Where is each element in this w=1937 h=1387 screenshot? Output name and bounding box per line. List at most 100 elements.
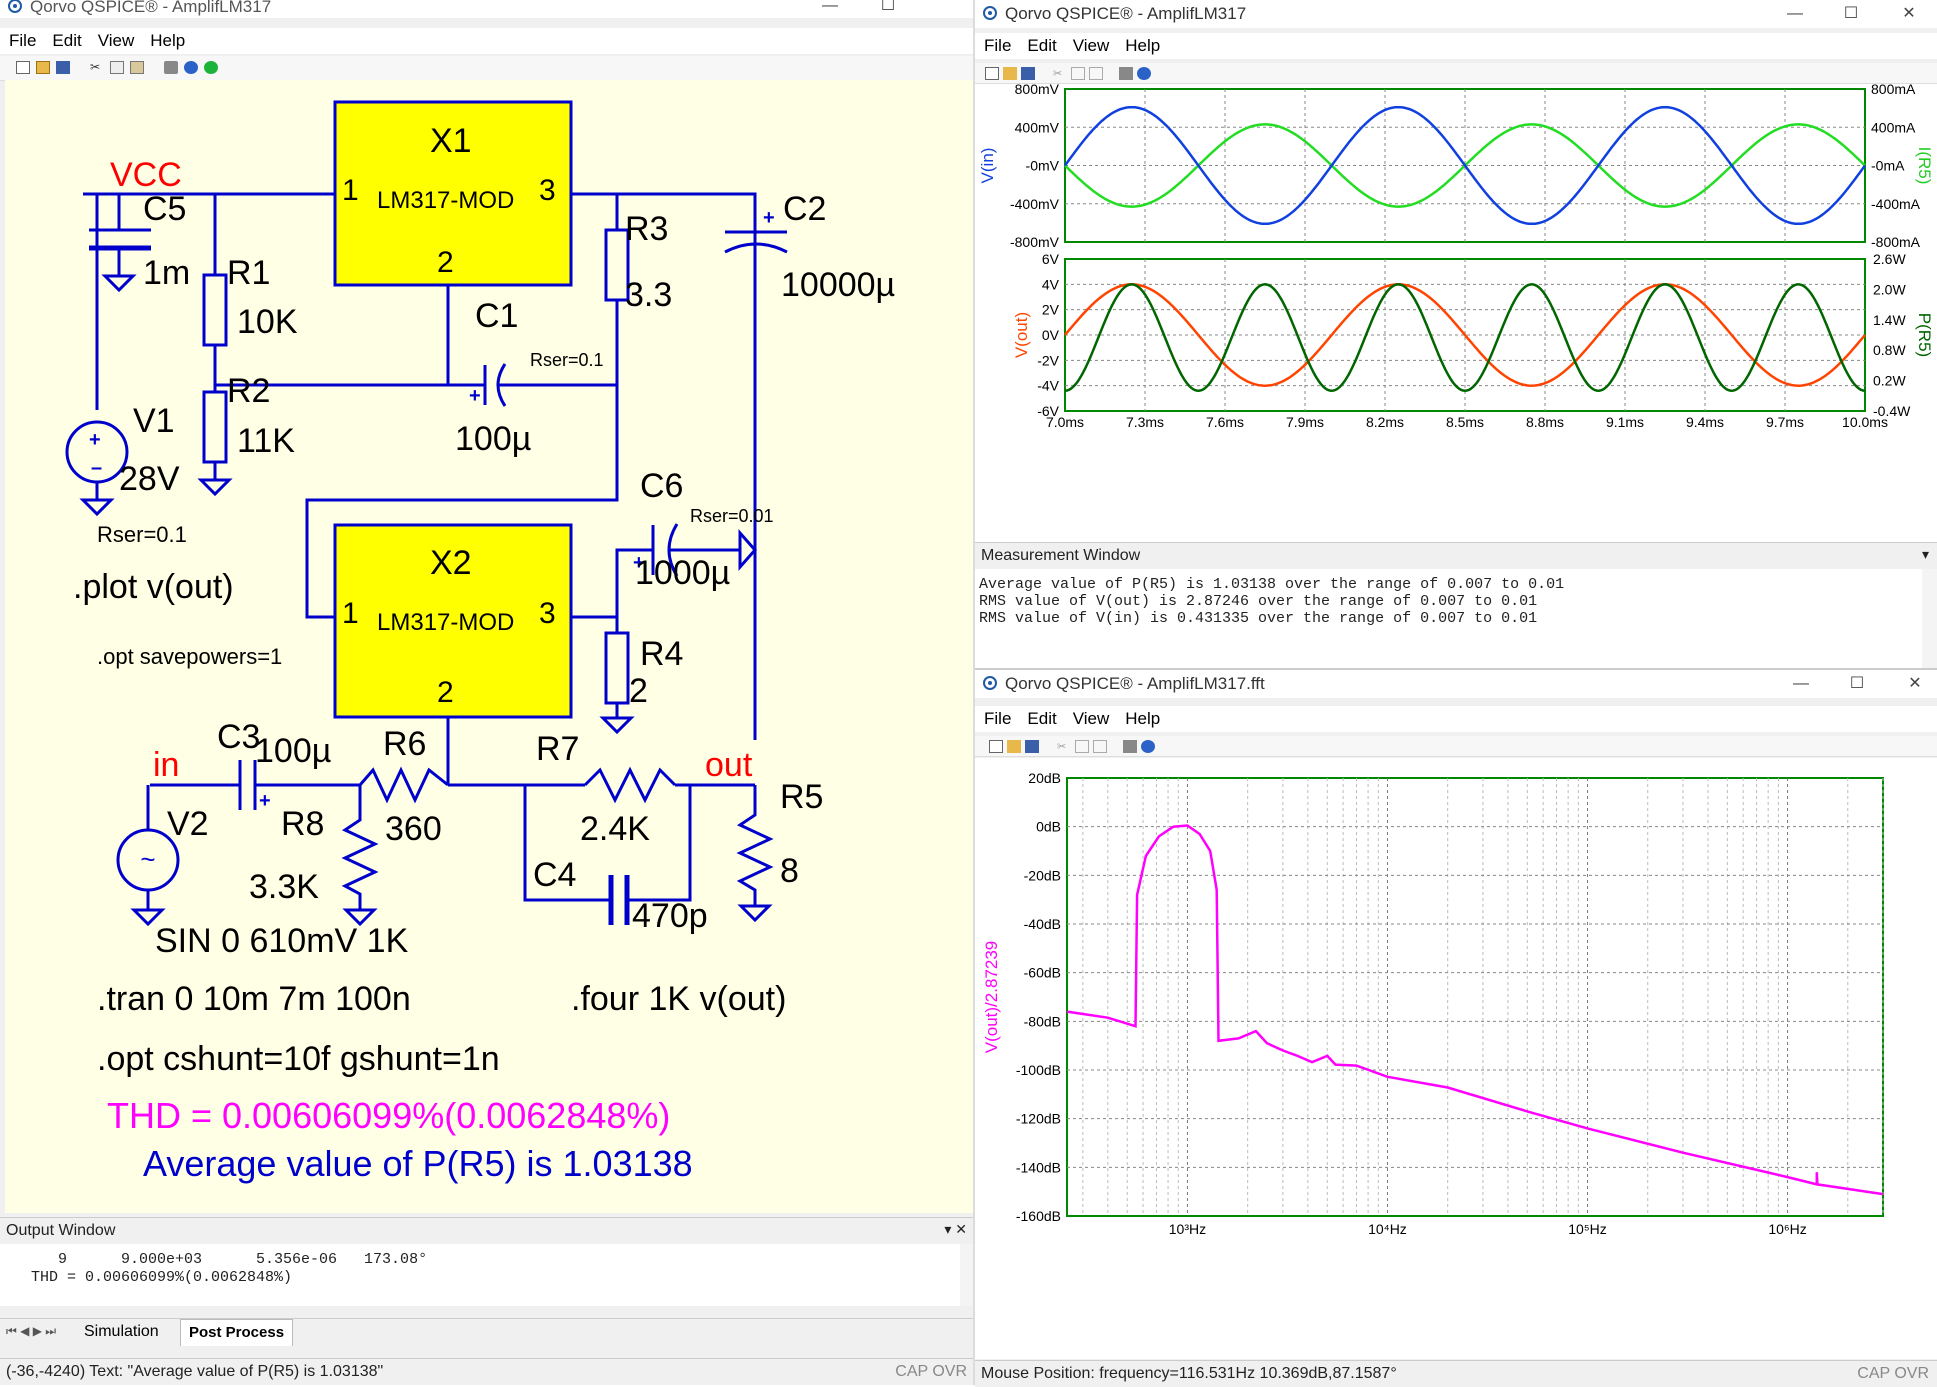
c6-value[interactable]: 1000µ	[635, 554, 730, 592]
new-file-icon[interactable]	[16, 61, 30, 74]
tab-nav-icon[interactable]: ⏮ ◀ ▶ ⏭	[6, 1324, 57, 1338]
r5-label[interactable]: R5	[780, 778, 823, 816]
output-window-body[interactable]: 9 9.000e+03 5.356e-06 173.08° THD = 0.00…	[0, 1244, 960, 1306]
c4-label[interactable]: C4	[533, 856, 576, 894]
open-folder-icon[interactable]	[36, 61, 50, 74]
copy-icon[interactable]	[1071, 67, 1085, 80]
four-directive[interactable]: .four 1K v(out)	[571, 980, 786, 1018]
menu-edit[interactable]: Edit	[1027, 709, 1057, 728]
r4-value[interactable]: 2	[629, 672, 648, 710]
print-icon[interactable]	[164, 61, 178, 74]
r7-value[interactable]: 2.4K	[580, 810, 650, 848]
r1-label[interactable]: R1	[227, 254, 270, 292]
menu-file[interactable]: File	[984, 36, 1012, 55]
in-net-label[interactable]: in	[153, 746, 179, 784]
opt-directive[interactable]: .opt cshunt=10f gshunt=1n	[97, 1040, 500, 1078]
open-folder-icon[interactable]	[1007, 740, 1021, 753]
paste-icon[interactable]	[1089, 67, 1103, 80]
new-file-icon[interactable]	[989, 740, 1003, 753]
tab-simulation[interactable]: Simulation	[84, 1323, 159, 1340]
thd-result[interactable]: THD = 0.00606099%(0.0062848%)	[107, 1095, 670, 1136]
r2-label[interactable]: R2	[227, 372, 270, 410]
c5-value[interactable]: 1m	[143, 254, 190, 292]
menu-help[interactable]: Help	[1125, 709, 1161, 728]
save-icon[interactable]	[56, 61, 70, 74]
cut-icon[interactable]: ✂	[90, 60, 101, 74]
r1-value[interactable]: 10K	[237, 303, 298, 341]
r5-value[interactable]: 8	[780, 852, 799, 890]
c3-label[interactable]: C3	[217, 718, 260, 756]
minimize-icon[interactable]: —	[822, 0, 838, 14]
r8-label[interactable]: R8	[281, 805, 324, 843]
c3-value[interactable]: 100µ	[255, 732, 331, 770]
tran-directive[interactable]: .tran 0 10m 7m 100n	[97, 980, 411, 1018]
output-scrollbar[interactable]	[960, 1244, 975, 1306]
menu-file[interactable]: File	[984, 709, 1012, 728]
dropdown-icon[interactable]: ▾	[1921, 546, 1929, 562]
maximize-icon[interactable]: ☐	[1843, 5, 1859, 22]
v1-value[interactable]: 28V	[119, 460, 180, 498]
savepowers-directive[interactable]: .opt savepowers=1	[97, 644, 282, 669]
c1-rser[interactable]: Rser=0.1	[530, 350, 604, 370]
r8-value[interactable]: 3.3K	[249, 868, 319, 906]
help-icon[interactable]	[1141, 740, 1155, 753]
menu-edit[interactable]: Edit	[52, 31, 82, 50]
r4-label[interactable]: R4	[640, 635, 683, 673]
out-net-label[interactable]: out	[705, 746, 753, 784]
c2-value[interactable]: 10000µ	[781, 266, 895, 304]
maximize-icon[interactable]: ☐	[1849, 675, 1865, 692]
vcc-net-label[interactable]: VCC	[110, 156, 182, 194]
menu-edit[interactable]: Edit	[1027, 36, 1057, 55]
x1-label[interactable]: X1	[430, 122, 472, 160]
copy-icon[interactable]	[1075, 740, 1089, 753]
menu-view[interactable]: View	[97, 31, 135, 50]
copy-icon[interactable]	[110, 61, 124, 74]
c6-rser[interactable]: Rser=0.01	[690, 506, 774, 526]
c6-label[interactable]: C6	[640, 467, 683, 505]
menu-view[interactable]: View	[1072, 36, 1110, 55]
open-folder-icon[interactable]	[1003, 67, 1017, 80]
save-icon[interactable]	[1025, 740, 1039, 753]
menu-view[interactable]: View	[1072, 709, 1110, 728]
print-icon[interactable]	[1123, 740, 1137, 753]
cut-icon[interactable]: ✂	[1053, 68, 1063, 80]
minimize-icon[interactable]: —	[1793, 675, 1809, 692]
sin-directive[interactable]: SIN 0 610mV 1K	[155, 922, 409, 960]
close-icon[interactable]: ✕	[1908, 675, 1922, 692]
r3-value[interactable]: 3.3	[625, 276, 672, 314]
paste-icon[interactable]	[1093, 740, 1107, 753]
r7-label[interactable]: R7	[536, 730, 579, 768]
help-icon[interactable]	[184, 61, 198, 74]
menu-file[interactable]: File	[9, 31, 37, 50]
paste-icon[interactable]	[130, 61, 144, 74]
cut-icon[interactable]: ✂	[1057, 741, 1067, 753]
dropdown-icon[interactable]: ▾ ✕	[944, 1221, 967, 1237]
r6-value[interactable]: 360	[385, 810, 442, 848]
menu-help[interactable]: Help	[150, 31, 186, 50]
run-icon[interactable]	[204, 61, 218, 74]
c4-value[interactable]: 470p	[632, 897, 708, 935]
minimize-icon[interactable]: —	[1787, 5, 1803, 22]
r3-label[interactable]: R3	[625, 210, 668, 248]
new-file-icon[interactable]	[985, 67, 999, 80]
r2-value[interactable]: 11K	[237, 422, 295, 460]
fft-plot[interactable]: 20dB0dB-20dB-40dB-60dB-80dB-100dB-120dB-…	[975, 758, 1937, 1359]
save-icon[interactable]	[1021, 67, 1035, 80]
maximize-icon[interactable]: ☐	[880, 0, 896, 14]
measurement-window-body[interactable]: Average value of P(R5) is 1.03138 over t…	[975, 569, 1922, 668]
v2-label[interactable]: V2	[167, 805, 209, 843]
help-icon[interactable]	[1137, 67, 1151, 80]
c5-label[interactable]: C5	[143, 190, 186, 228]
v1-label[interactable]: V1	[133, 402, 175, 440]
c1-label[interactable]: C1	[475, 297, 518, 335]
menu-help[interactable]: Help	[1125, 36, 1161, 55]
c2-label[interactable]: C2	[783, 190, 826, 228]
tab-post-process[interactable]: Post Process	[180, 1319, 294, 1346]
x2-label[interactable]: X2	[430, 544, 472, 582]
print-icon[interactable]	[1119, 67, 1133, 80]
c1-value[interactable]: 100µ	[455, 420, 531, 458]
measurement-scrollbar[interactable]	[1922, 569, 1937, 668]
close-icon[interactable]: ✕	[1902, 5, 1916, 22]
plot-directive[interactable]: .plot v(out)	[73, 568, 234, 606]
